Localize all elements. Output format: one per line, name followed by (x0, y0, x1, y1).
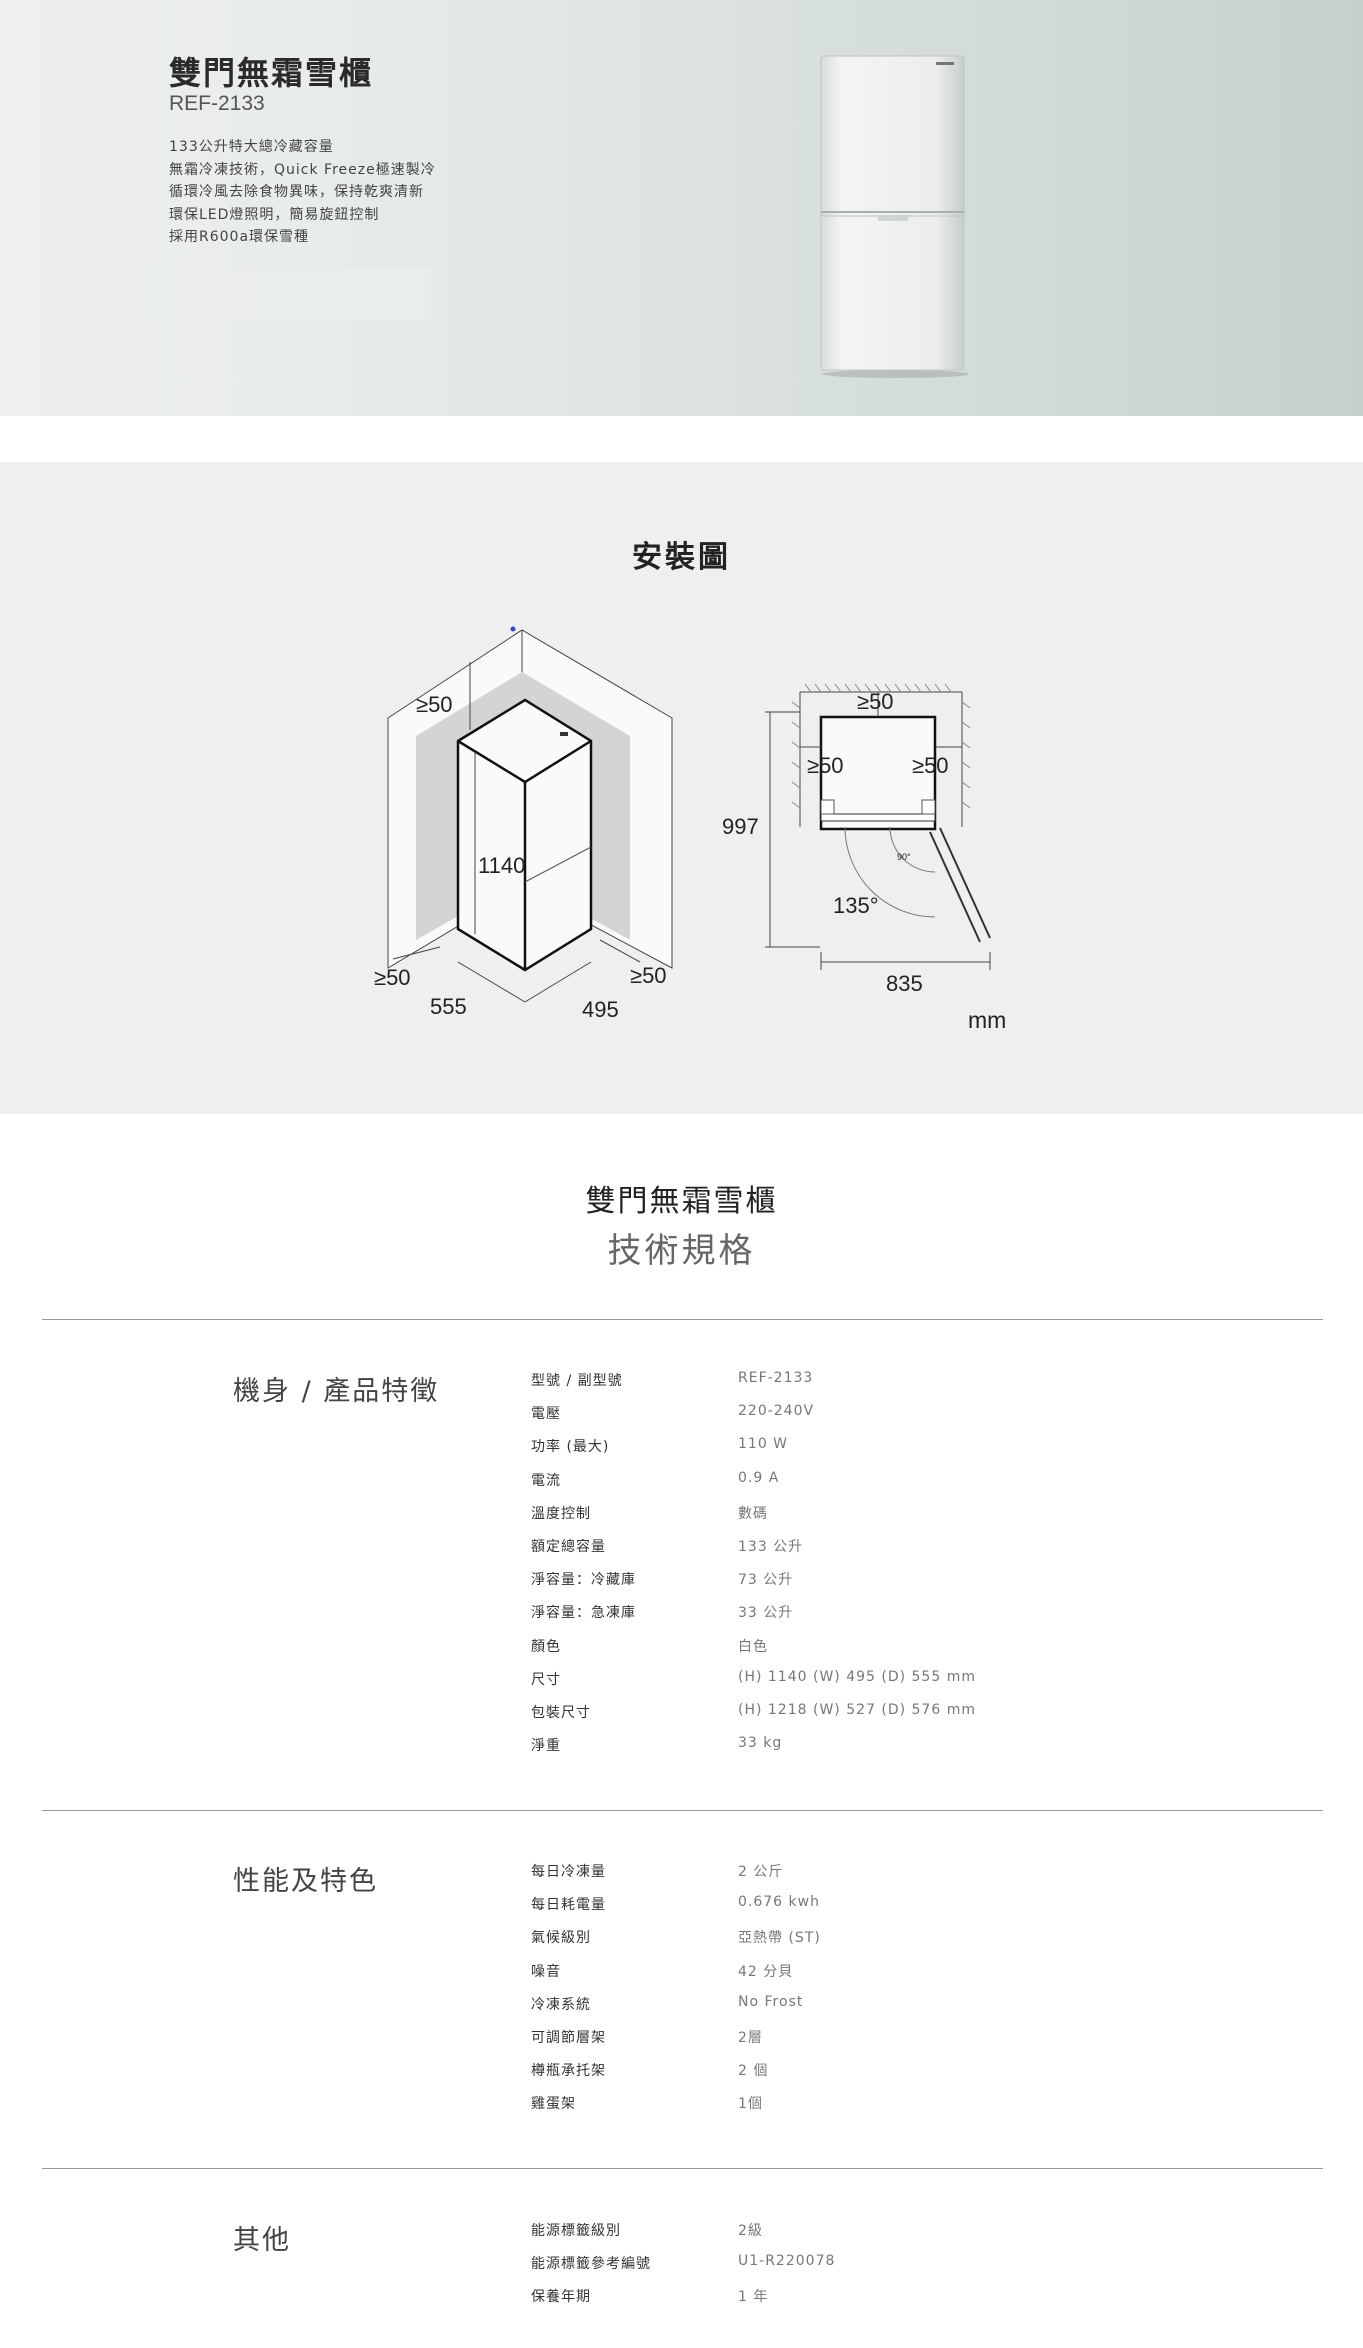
spec-label: 每日冷凍量 (531, 1864, 606, 1880)
plan-angle-small: 90° (897, 852, 911, 862)
spec-label: 可調節層架 (531, 2029, 606, 2046)
spec-label: 包裝尺寸 (531, 1704, 591, 1721)
spec-value: (H) 1140 (W) 495 (D) 555 mm (738, 1668, 976, 1685)
spec-label: 溫度控制 (531, 1505, 591, 1522)
dim-right-clearance: ≥50 (630, 963, 667, 988)
spec-label: 尺寸 (531, 1671, 561, 1688)
feature-item: 循環冷風去除食物異味，保持乾爽清新 (169, 184, 424, 200)
product-model: REF-2133 (169, 92, 265, 115)
feature-item: 環保LED燈照明，簡易旋鈕控制 (169, 206, 380, 223)
spec-value: 110 W (738, 1436, 789, 1453)
spec-label: 能源標籤參考編號 (531, 2256, 651, 2273)
section-divider (42, 1319, 1323, 1320)
dim-top-clearance: ≥50 (416, 692, 453, 717)
spec-label: 電流 (531, 1472, 561, 1489)
section-divider (42, 2168, 1323, 2169)
feature-item: 採用R600a環保雪種 (169, 229, 310, 245)
hero-banner: 雙門無霜雪櫃 REF-2133 133公升特大總冷藏容量 無霜冷凍技術，Quic… (0, 0, 1363, 416)
spec-value: 0.676 kwh (738, 1894, 820, 1911)
feature-item: 無霜冷凍技術，Quick Freeze極速製冷 (169, 161, 436, 178)
plan-back-clearance: ≥50 (857, 689, 894, 714)
spec-value: (H) 1218 (W) 527 (D) 576 mm (738, 1701, 976, 1718)
spec-value: 33 公升 (738, 1605, 794, 1622)
spec-title: 雙門無霜雪櫃 (585, 1184, 778, 1219)
spec-value: 2級 (738, 2223, 763, 2239)
plan-width: 835 (886, 971, 923, 996)
spec-value: 1個 (738, 2096, 763, 2113)
spec-value: 1 年 (738, 2289, 769, 2306)
plan-left-clearance: ≥50 (807, 753, 844, 778)
spec-value: 數碼 (738, 1505, 768, 1522)
installation-section: 安裝圖 ≥50 1140 ≥50 555 495 ≥50 (0, 462, 1363, 1114)
hero-blank-panel (148, 268, 431, 320)
dim-width: 495 (582, 997, 619, 1022)
installation-diagram: ≥50 1140 ≥50 555 495 ≥50 (374, 626, 991, 1022)
spec-label: 能源標籤級別 (531, 2223, 621, 2239)
spec-value: 2 個 (738, 2063, 769, 2080)
section-title-body: 機身 / 產品特徵 (233, 1376, 440, 1407)
spec-label: 額定總容量 (531, 1538, 606, 1555)
spec-label: 淨重 (531, 1738, 561, 1755)
unit-label: mm (968, 1007, 1007, 1033)
plan-right-clearance: ≥50 (912, 753, 949, 778)
spec-label: 每日耗電量 (531, 1897, 606, 1914)
dim-height: 1140 (478, 853, 525, 878)
spec-label: 顏色 (531, 1638, 561, 1655)
spec-value: 73 公升 (738, 1572, 794, 1589)
section-divider (42, 1810, 1323, 1811)
spec-label: 淨容量：急凍庫 (531, 1605, 636, 1622)
spec-value: 2層 (738, 2029, 763, 2046)
spec-label: 樽瓶承托架 (531, 2063, 606, 2080)
spec-label: 電壓 (531, 1406, 561, 1423)
spec-label: 氣候級別 (531, 1930, 591, 1947)
spec-label: 保養年期 (531, 2289, 591, 2306)
section-title-performance: 性能及特色 (233, 1866, 378, 1897)
spec-subtitle: 技術規格 (607, 1231, 756, 1271)
dim-left-clearance: ≥50 (374, 965, 411, 990)
fridge-image (820, 55, 968, 378)
plan-angle-open: 135° (833, 893, 879, 918)
section-title-other: 其他 (233, 2225, 291, 2256)
feature-list: 133公升特大總冷藏容量 無霜冷凍技術，Quick Freeze極速製冷 循環冷… (169, 136, 436, 249)
spec-value: 2 公斤 (738, 1864, 784, 1880)
spec-value: No Frost (738, 1993, 804, 2010)
installation-title: 安裝圖 (632, 540, 731, 575)
spec-value: 33 kg (738, 1735, 783, 1752)
feature-item: 133公升特大總冷藏容量 (169, 139, 334, 155)
spec-value: 220-240V (738, 1403, 815, 1420)
spec-label: 噪音 (531, 1963, 561, 1980)
spec-value: 42 分貝 (738, 1963, 794, 1980)
spec-value: U1-R220078 (738, 2253, 836, 2270)
spec-label: 型號 / 副型號 (531, 1373, 623, 1389)
spec-value: 0.9 A (738, 1469, 780, 1486)
spec-label: 功率 (最大) (531, 1439, 610, 1456)
spec-label: 冷凍系統 (531, 1996, 591, 2013)
spec-label: 雞蛋架 (531, 2096, 576, 2113)
spec-value: 白色 (738, 1638, 768, 1655)
dim-depth: 555 (430, 994, 467, 1019)
spec-value: 133 公升 (738, 1538, 804, 1555)
product-title: 雙門無霜雪櫃 (169, 54, 374, 92)
spec-value: 亞熱帶 (ST) (738, 1930, 821, 1947)
spec-value: REF-2133 (738, 1370, 814, 1386)
spec-label: 淨容量：冷藏庫 (531, 1572, 636, 1589)
plan-depth: 997 (722, 814, 759, 839)
